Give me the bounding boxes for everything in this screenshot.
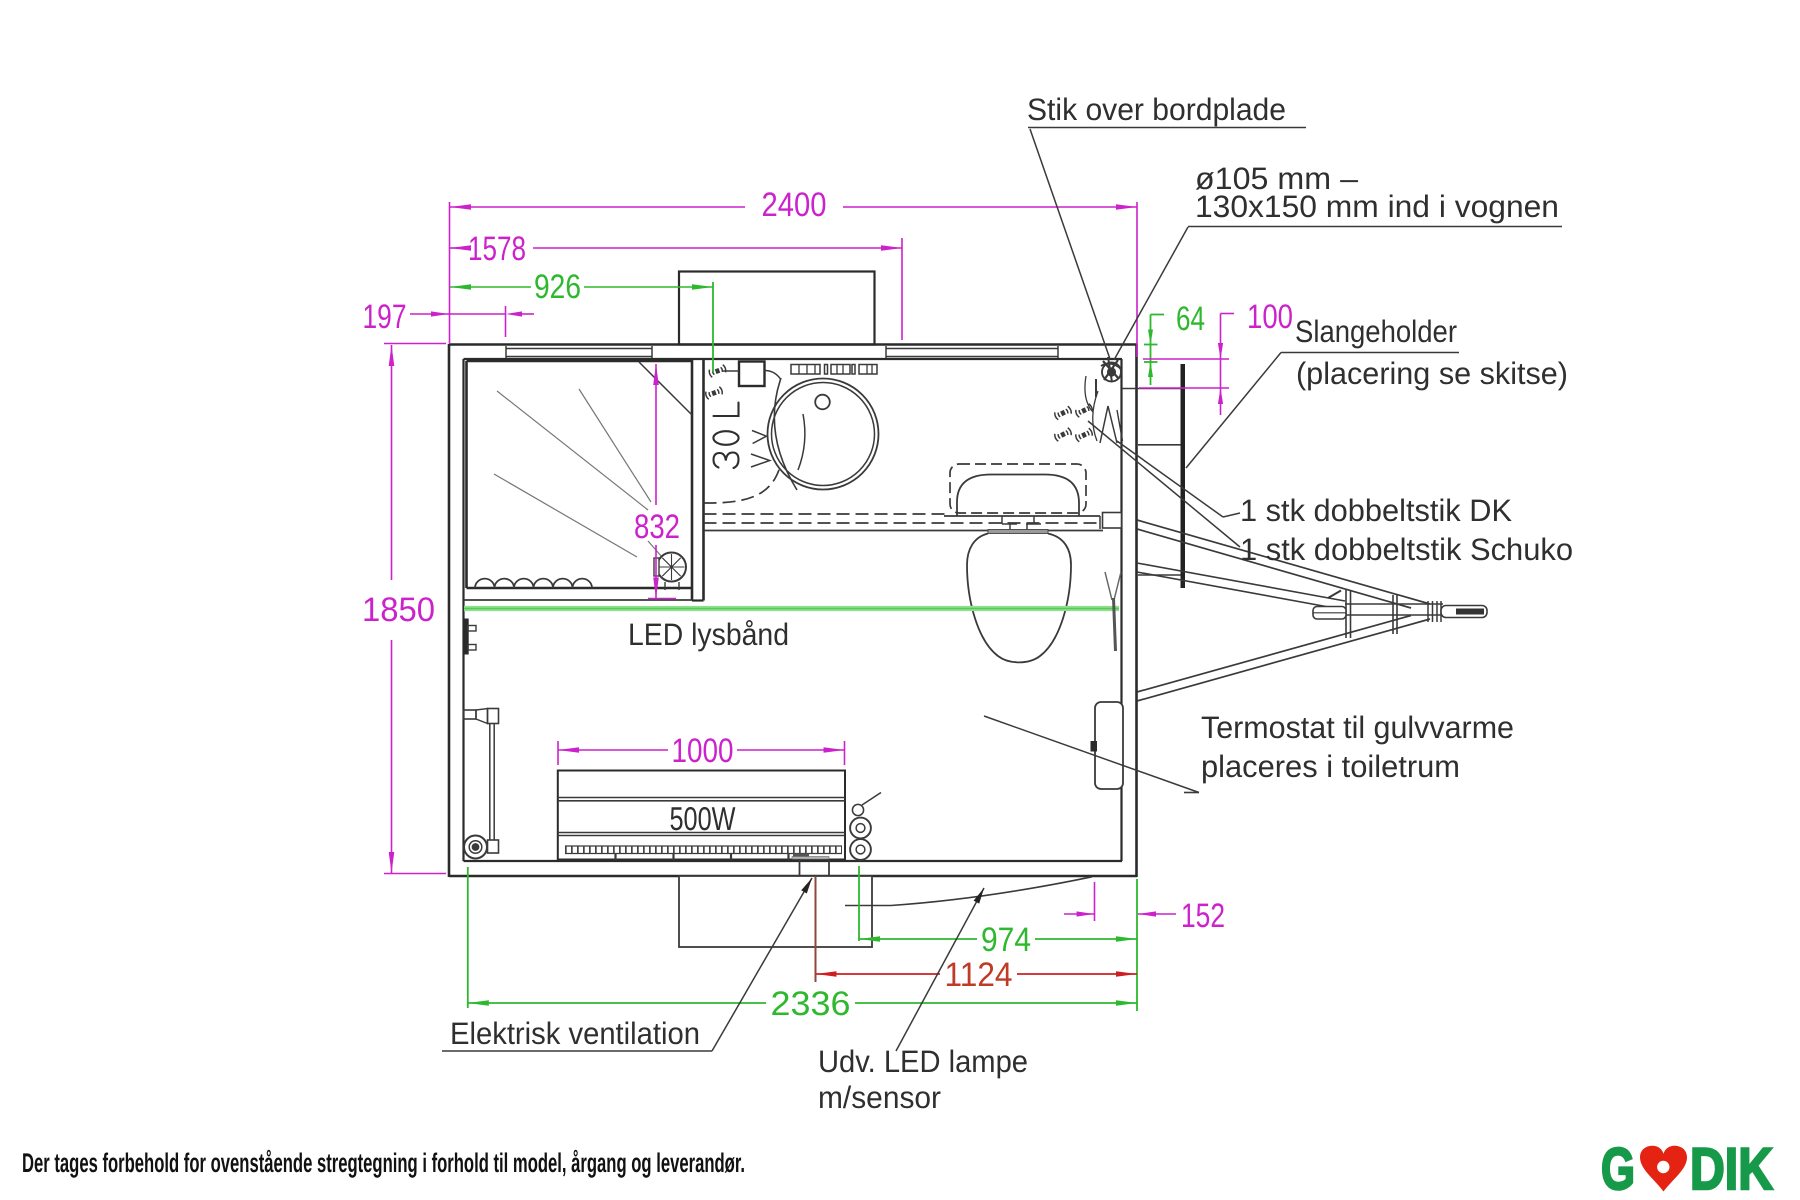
svg-text:G: G: [1601, 1136, 1635, 1200]
svg-text:64: 64: [1176, 300, 1205, 338]
svg-text:152: 152: [1181, 897, 1225, 935]
svg-text:1578: 1578: [468, 230, 526, 268]
svg-text:926: 926: [534, 268, 581, 306]
svg-text:Udv. LED lampe: Udv. LED lampe: [818, 1044, 1028, 1079]
svg-text:100: 100: [1247, 298, 1293, 336]
svg-text:130x150 mm ind i vognen: 130x150 mm ind i vognen: [1195, 189, 1559, 224]
svg-text:Slangeholder: Slangeholder: [1295, 314, 1457, 349]
svg-text:500W: 500W: [670, 800, 737, 837]
svg-text:m/sensor: m/sensor: [818, 1080, 941, 1115]
svg-text:832: 832: [634, 508, 680, 546]
svg-text:Stik over bordplade: Stik over bordplade: [1027, 92, 1286, 127]
svg-text:1850: 1850: [362, 591, 435, 629]
svg-text:1 stk dobbeltstik Schuko: 1 stk dobbeltstik Schuko: [1240, 532, 1573, 567]
svg-text:placeres i toiletrum: placeres i toiletrum: [1201, 749, 1460, 784]
svg-text:197: 197: [363, 298, 407, 336]
svg-text:2336: 2336: [771, 985, 851, 1023]
svg-text:Termostat til gulvvarme: Termostat til gulvvarme: [1201, 710, 1514, 745]
svg-text:1000: 1000: [672, 732, 734, 770]
svg-text:Der tages forbehold for ovenst: Der tages forbehold for ovenstående stre…: [22, 1148, 745, 1178]
svg-text:1124: 1124: [945, 956, 1013, 994]
svg-text:LED lysbånd: LED lysbånd: [628, 617, 789, 652]
svg-text:DIK: DIK: [1690, 1136, 1773, 1200]
svg-text:1 stk dobbeltstik DK: 1 stk dobbeltstik DK: [1240, 493, 1512, 528]
svg-text:(placering se skitse): (placering se skitse): [1296, 356, 1568, 391]
svg-text:Elektrisk ventilation: Elektrisk ventilation: [450, 1016, 700, 1051]
svg-text:ø105 mm –: ø105 mm –: [1195, 161, 1359, 196]
svg-text:974: 974: [981, 921, 1031, 959]
svg-text:2400: 2400: [762, 186, 827, 224]
